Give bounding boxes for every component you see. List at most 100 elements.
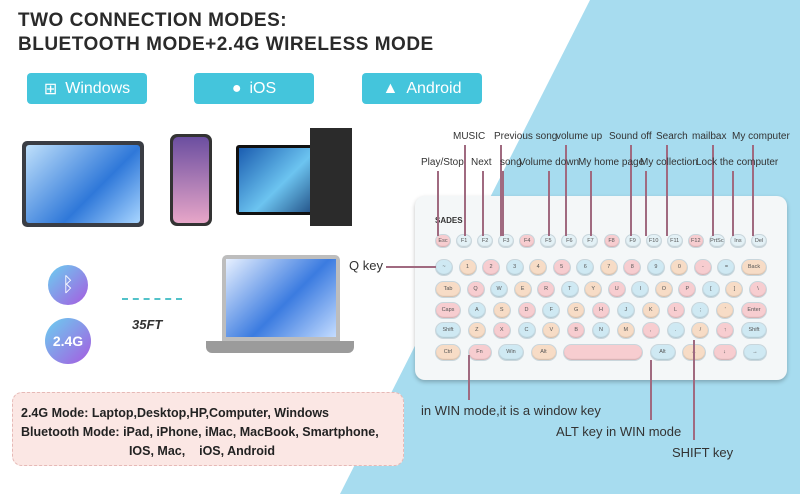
mode-bluetooth: Bluetooth Mode: iPad, iPhone, iMac, MacB… — [21, 425, 379, 439]
key: Alt — [649, 343, 676, 361]
key: 1 — [458, 258, 477, 276]
key: J — [616, 301, 635, 319]
label-line — [630, 145, 632, 236]
title-line-2: BLUETOOTH MODE+2.4G WIRELESS MODE — [18, 34, 434, 55]
os-label: Android — [406, 79, 462, 97]
label-line — [712, 145, 714, 236]
key: F11 — [666, 234, 683, 248]
android-icon: ▲ — [382, 79, 399, 97]
key: / — [691, 321, 710, 339]
function-label: Search — [656, 131, 688, 142]
title-line-1: TWO CONNECTION MODES: — [18, 10, 288, 31]
key: 8 — [623, 258, 642, 276]
key: Alt — [530, 343, 557, 361]
callout-line — [693, 340, 695, 440]
function-label: volume up — [556, 131, 603, 142]
callout-win-key: in WIN mode,it is a window key — [421, 403, 601, 418]
key: 5 — [552, 258, 571, 276]
mode-24g: 2.4G Mode: Laptop,Desktop,HP,Computer, W… — [21, 406, 330, 420]
key: F7 — [582, 234, 599, 248]
key: Ins — [729, 234, 746, 248]
key: F8 — [603, 234, 620, 248]
label-line — [464, 145, 466, 236]
key: V — [542, 321, 561, 339]
function-label: Sound off — [609, 131, 652, 142]
key: → — [743, 343, 767, 361]
key: \ — [749, 280, 767, 298]
distance-label: 35FT — [132, 317, 163, 332]
key: Tab — [435, 280, 461, 298]
key: , — [641, 321, 660, 339]
key: Del — [751, 234, 767, 248]
key: T — [560, 280, 579, 298]
key: ] — [725, 280, 744, 298]
os-label: iOS — [249, 79, 277, 97]
function-label: My home page — [578, 157, 645, 168]
os-button-ios: ● iOS — [194, 73, 314, 104]
label-line — [732, 171, 734, 236]
key: F2 — [477, 234, 494, 248]
key: 6 — [576, 258, 595, 276]
label-line — [645, 171, 647, 236]
key: F4 — [519, 234, 536, 248]
key: PrtSc — [708, 234, 725, 248]
function-label: Next — [471, 157, 492, 168]
callout-line — [468, 355, 470, 400]
label-line — [590, 171, 592, 236]
key: Shift — [435, 321, 461, 339]
label-line — [548, 171, 550, 236]
key: Fn — [467, 343, 492, 361]
key: Back — [741, 258, 767, 276]
function-label: Previous song — [494, 131, 558, 142]
function-label: song — [500, 157, 522, 168]
key: 0 — [670, 258, 689, 276]
key: = — [717, 258, 736, 276]
laptop-image — [222, 255, 340, 341]
key: 7 — [599, 258, 618, 276]
key: 4 — [529, 258, 548, 276]
key: G — [567, 301, 586, 319]
key: ↓ — [712, 343, 737, 361]
key: - — [693, 258, 712, 276]
function-label: mailbax — [692, 131, 727, 142]
mode-bluetooth-cont: IOS, Mac, iOS, Android — [128, 444, 276, 458]
key: F3 — [498, 234, 515, 248]
key: D — [517, 301, 536, 319]
distance-arrow — [122, 298, 182, 300]
callout-q-key: Q key — [349, 258, 383, 273]
key: [ — [701, 280, 720, 298]
apple-icon: ● — [231, 79, 242, 97]
function-label: My computer — [732, 131, 790, 142]
key: B — [567, 321, 586, 339]
key: F12 — [687, 234, 704, 248]
label-line — [482, 171, 484, 236]
label-line — [565, 145, 567, 236]
label-line — [502, 171, 504, 236]
function-label: Play/Stop — [421, 157, 464, 168]
wireless-badge: 2.4G — [45, 318, 91, 364]
key: ~ — [435, 258, 453, 276]
key: . — [666, 321, 685, 339]
desktop-tower-image — [310, 128, 352, 226]
key: Win — [498, 343, 524, 361]
label-line — [437, 171, 439, 236]
key: F1 — [456, 234, 473, 248]
key: ' — [716, 301, 735, 319]
key: Enter — [741, 301, 767, 319]
key: Y — [584, 280, 603, 298]
os-button-windows: ⊞Windows — [27, 73, 147, 104]
key: W — [490, 280, 509, 298]
key: M — [616, 321, 635, 339]
key: F6 — [561, 234, 578, 248]
phone-image — [170, 134, 212, 226]
key: P — [678, 280, 697, 298]
function-label: My collection — [640, 157, 698, 168]
key: X — [492, 321, 511, 339]
key: I — [631, 280, 650, 298]
function-label: MUSIC — [453, 131, 486, 142]
key: 3 — [505, 258, 524, 276]
key: O — [654, 280, 673, 298]
key: Ctrl — [435, 343, 461, 361]
label-line — [500, 145, 502, 236]
